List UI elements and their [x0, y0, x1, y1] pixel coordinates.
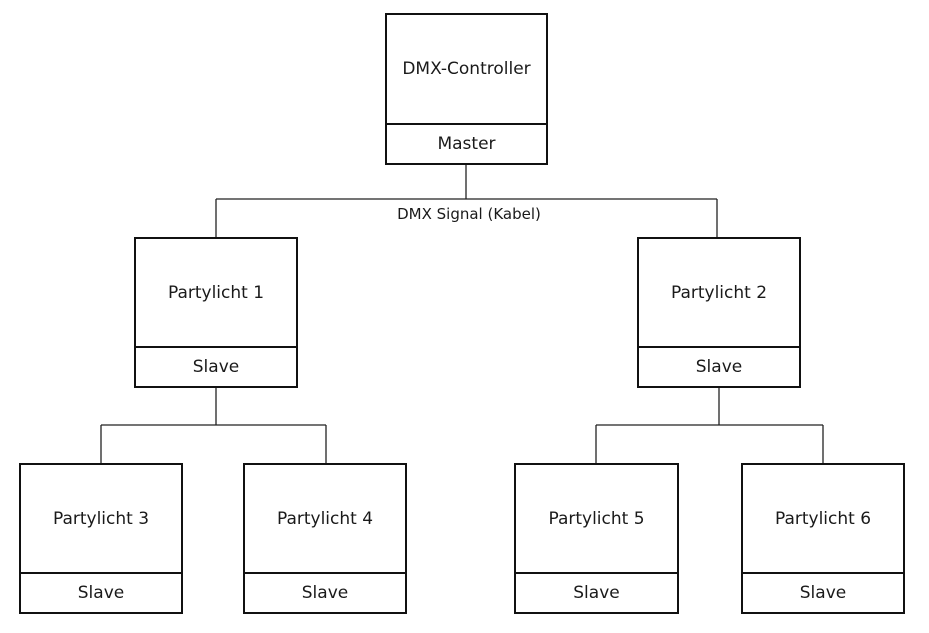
node-partylicht-5: Partylicht 5 Slave — [514, 463, 679, 614]
node-partylicht-6: Partylicht 6 Slave — [741, 463, 905, 614]
node-partylicht-4: Partylicht 4 Slave — [243, 463, 407, 614]
node-role: Slave — [21, 572, 181, 612]
node-name: Partylicht 4 — [276, 508, 374, 529]
node-name: Partylicht 1 — [167, 282, 265, 303]
node-role: Slave — [136, 346, 296, 386]
dmx-signal-label: DMX Signal (Kabel) — [370, 205, 568, 223]
node-partylicht-3: Partylicht 3 Slave — [19, 463, 183, 614]
node-name: Partylicht 2 — [670, 282, 768, 303]
node-name: DMX-Controller — [402, 59, 531, 79]
node-name: Partylicht 5 — [548, 508, 645, 529]
node-role: Slave — [639, 346, 799, 386]
node-partylicht-1: Partylicht 1 Slave — [134, 237, 298, 388]
node-name: Partylicht 3 — [52, 508, 150, 529]
node-dmx-controller: DMX-Controller Master — [385, 13, 548, 165]
node-partylicht-2: Partylicht 2 Slave — [637, 237, 801, 388]
node-role: Slave — [245, 572, 405, 612]
node-role: Slave — [516, 572, 677, 612]
node-role: Master — [387, 123, 546, 163]
node-name: Partylicht 6 — [774, 508, 872, 529]
node-role: Slave — [743, 572, 903, 612]
